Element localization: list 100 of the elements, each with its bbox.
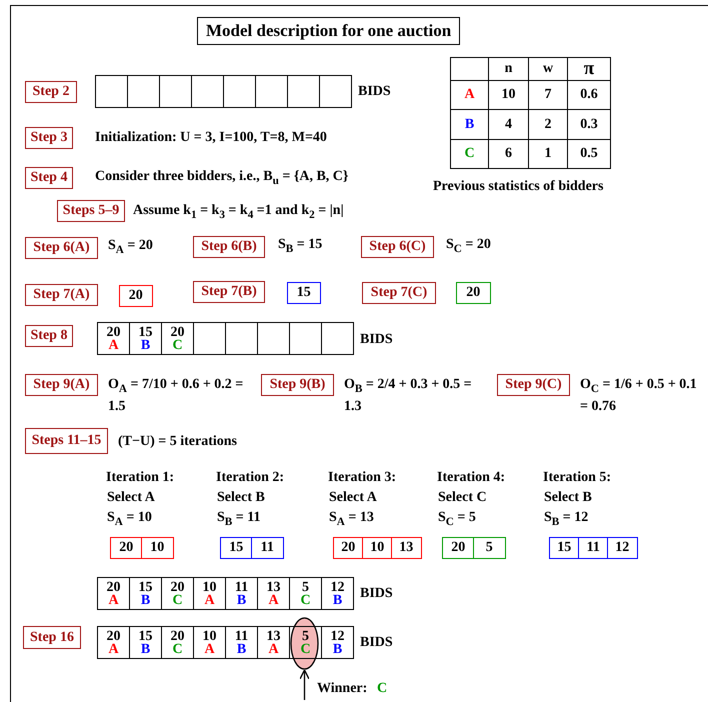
iteration-text: S$_{A}$ = 13 [329, 509, 374, 530]
iteration-text: Select C [438, 489, 487, 506]
bidder-letter: B [332, 594, 344, 607]
bid-box: 20 [442, 537, 474, 559]
table-cell: C [450, 139, 489, 169]
bid-slot [161, 322, 194, 355]
bidder-letter: A [107, 339, 120, 352]
bidder-letter: A [267, 643, 280, 656]
bid-box: 5 [473, 537, 506, 559]
step-tag: Step 2 [25, 81, 77, 103]
iteration-text: Select B [544, 489, 592, 506]
bidder-letter: A [203, 594, 216, 607]
bidder-letter: A [107, 643, 120, 656]
bid-amount: 15 [138, 630, 154, 643]
bid-slot [225, 626, 258, 659]
iteration-text: S$_{A}$ = 10 [107, 509, 152, 530]
iteration-text: Iteration 3: [328, 469, 396, 486]
step-description: Consider three bidders, i.e., B$_{u}$ = {A, B, C} [95, 168, 350, 189]
step-tag: Step 6(C) [361, 236, 434, 258]
empty-bid-slot [223, 75, 256, 108]
bid-box: 20 [333, 537, 364, 559]
bid-box: 11 [251, 537, 284, 559]
bid-slot [225, 577, 258, 610]
bid-slot [321, 626, 354, 659]
array-label: BIDS [360, 585, 393, 602]
empty-bid-slot [95, 75, 128, 108]
bid-amount: 20 [170, 630, 186, 643]
bidder-letter: B [236, 594, 248, 607]
table-cell: 0.5 [567, 139, 611, 169]
bidder-letter: A [267, 594, 280, 607]
step-description: S$_{A}$ = 20 [108, 237, 154, 258]
iteration-text: Select B [217, 489, 265, 506]
bidder-letter: B [140, 339, 152, 352]
bid-amount: 10 [202, 630, 218, 643]
bid-slot [289, 577, 322, 610]
bid-slot [257, 626, 290, 659]
step-tag: Step 3 [25, 127, 73, 149]
bid-amount: 11 [234, 581, 250, 594]
empty-bid-slot [193, 322, 226, 355]
array-label: BIDS [360, 331, 393, 348]
bid-slot [257, 577, 290, 610]
bid-amount: 15 [138, 581, 154, 594]
table-caption: Previous statistics of bidders [433, 178, 604, 195]
iteration-text: S$_{B}$ = 12 [544, 509, 588, 530]
bid-amount: 20 [106, 630, 122, 643]
bid-slot [129, 626, 162, 659]
step-description: Initialization: U = 3, I=100, T=8, M=40 [95, 129, 328, 146]
bid-box: 12 [607, 537, 638, 559]
step-tag: Step 9(A) [25, 374, 98, 396]
bidder-letter: B [332, 643, 344, 656]
bid-slot [193, 626, 226, 659]
bidder-letter: B [140, 643, 152, 656]
iteration-text: Select A [107, 489, 155, 506]
step-description: O$_{B}$ = 2/4 + 0.3 + 0.5 = 1.3 [344, 376, 473, 415]
bid-slot [193, 577, 226, 610]
iteration-text: Select A [329, 489, 377, 506]
array-label: BIDS [360, 634, 393, 651]
bidder-letter: C [171, 643, 184, 656]
empty-bid-slot [255, 75, 288, 108]
bid-amount: 20 [170, 326, 186, 339]
bid-box: 10 [141, 537, 174, 559]
step-description: Assume k$_{1}$ = k$_{3}$ = k$_{4}$ =1 and k$_{2}$ = |n| [133, 202, 345, 223]
bid-slot [321, 577, 354, 610]
iteration-text: S$_{B}$ = 11 [217, 509, 260, 530]
bid-box: 20 [110, 537, 142, 559]
iteration-text: Iteration 5: [543, 469, 612, 486]
bidder-letter: C [299, 643, 312, 656]
step-description: O$_{C}$ = 1/6 + 0.5 + 0.1 = 0.76 [580, 376, 698, 415]
bid-slot [97, 577, 130, 610]
step-tag: Steps 5–9 [57, 200, 125, 222]
bid-slot [161, 577, 194, 610]
empty-bid-slot [319, 75, 352, 108]
step-tag: Step 4 [25, 167, 73, 189]
bidder-letter: C [171, 594, 184, 607]
arrow [299, 669, 310, 700]
bid-amount: 10 [202, 581, 218, 594]
bid-amount: 13 [266, 581, 282, 594]
bid-amount: 13 [266, 630, 282, 643]
empty-bid-slot [127, 75, 160, 108]
iteration-text: Iteration 2: [216, 469, 284, 486]
iteration-text: S$_{C}$ = 5 [438, 509, 476, 530]
iteration-text: Iteration 4: [437, 469, 506, 486]
empty-bid-slot [191, 75, 224, 108]
bid-box: 20 [456, 282, 490, 304]
step-tag: Step 7(A) [25, 284, 98, 306]
bid-slot [129, 322, 162, 355]
empty-bid-slot [225, 322, 258, 355]
step-tag: Step 9(C) [497, 374, 570, 396]
step-tag: Step 6(B) [193, 236, 265, 258]
bid-slot [97, 626, 130, 659]
empty-bid-slot [257, 322, 290, 355]
step-tag: Step 9(B) [261, 374, 334, 396]
array-label: BIDS [358, 83, 391, 100]
bid-box: 15 [287, 282, 320, 304]
bid-slot [129, 577, 162, 610]
winner-text: C [377, 680, 388, 697]
bid-slot [97, 322, 130, 355]
empty-bid-slot [159, 75, 192, 108]
bid-amount: 15 [138, 326, 154, 339]
bid-amount: 5 [302, 581, 309, 594]
